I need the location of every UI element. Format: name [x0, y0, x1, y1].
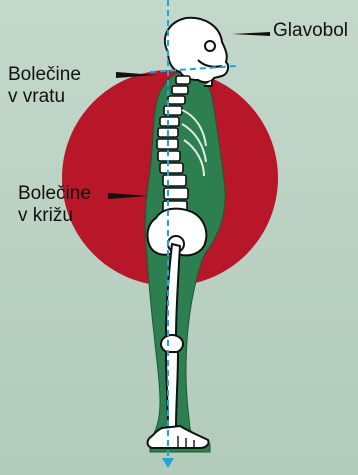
- pointer-head: [232, 32, 270, 36]
- knee: [161, 335, 183, 353]
- label-headache-text: Glavobol: [273, 20, 348, 41]
- label-back-line1: Bolečine: [18, 183, 91, 205]
- label-neck-pain: Bolečine v vratu: [8, 64, 81, 108]
- label-headache: Glavobol: [273, 20, 348, 42]
- plumb-arrow-icon: [162, 458, 174, 468]
- label-neck-line2: v vratu: [8, 86, 81, 108]
- label-lower-back-pain: Bolečine v križu: [18, 183, 91, 227]
- label-back-line2: v križu: [18, 205, 91, 227]
- label-neck-line1: Bolečine: [8, 64, 81, 86]
